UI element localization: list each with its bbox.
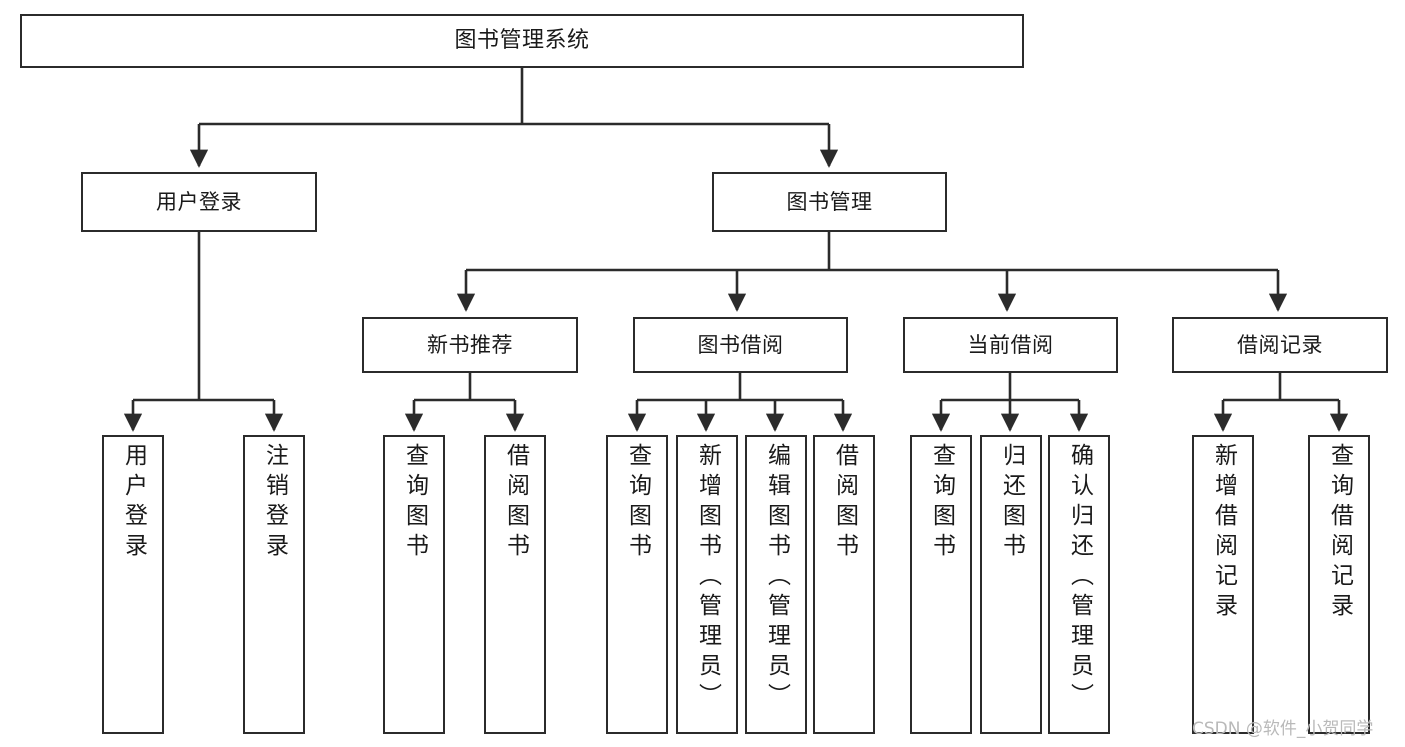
node-book-borrow[interactable]: 图书借阅 [633,317,848,373]
node-leaf-query-book-1[interactable]: 查询图书 [383,435,445,734]
node-new-book-recommend[interactable]: 新书推荐 [362,317,578,373]
node-current-borrow[interactable]: 当前借阅 [903,317,1118,373]
node-label: 借阅图书 [831,443,858,563]
node-label: 用户登录 [156,189,242,214]
node-leaf-borrow-book-2[interactable]: 借阅图书 [813,435,875,734]
node-label: 借阅图书 [502,443,529,563]
node-label: 归还图书 [998,443,1025,563]
node-user-login[interactable]: 用户登录 [81,172,317,232]
node-label: 注销登录 [261,443,288,563]
node-label: 当前借阅 [967,332,1054,357]
node-label: 图书管理系统 [454,28,590,53]
node-label: 图书借阅 [697,332,784,357]
node-borrow-record[interactable]: 借阅记录 [1172,317,1388,373]
node-leaf-user-login[interactable]: 用户登录 [102,435,164,734]
node-leaf-query-record[interactable]: 查询借阅记录 [1308,435,1370,734]
node-label: 用户登录 [120,443,147,563]
node-label: 借阅记录 [1237,332,1323,357]
node-book-manage[interactable]: 图书管理 [712,172,947,232]
node-label: 新书推荐 [427,332,513,357]
node-leaf-borrow-book-1[interactable]: 借阅图书 [484,435,546,734]
node-leaf-confirm-return[interactable]: 确认归还（管理员） [1048,435,1110,734]
node-leaf-add-book[interactable]: 新增图书（管理员） [676,435,738,734]
node-label: 图书管理 [786,189,873,214]
node-label: 查询图书 [401,443,428,563]
node-leaf-return-book[interactable]: 归还图书 [980,435,1042,734]
watermark-text: CSDN @软件_小贺同学 [1192,719,1374,739]
node-label: 查询借阅记录 [1326,443,1353,623]
node-root-system[interactable]: 图书管理系统 [20,14,1024,68]
node-label: 查询图书 [624,443,651,563]
node-leaf-edit-book[interactable]: 编辑图书（管理员） [745,435,807,734]
node-leaf-logout-login[interactable]: 注销登录 [243,435,305,734]
node-label: 新增借阅记录 [1210,443,1237,623]
node-label: 确认归还（管理员） [1066,443,1093,713]
node-label: 新增图书（管理员） [694,443,721,713]
node-leaf-query-book-3[interactable]: 查询图书 [910,435,972,734]
node-label: 编辑图书（管理员） [763,443,790,713]
node-leaf-add-record[interactable]: 新增借阅记录 [1192,435,1254,734]
node-leaf-query-book-2[interactable]: 查询图书 [606,435,668,734]
node-label: 查询图书 [928,443,955,563]
